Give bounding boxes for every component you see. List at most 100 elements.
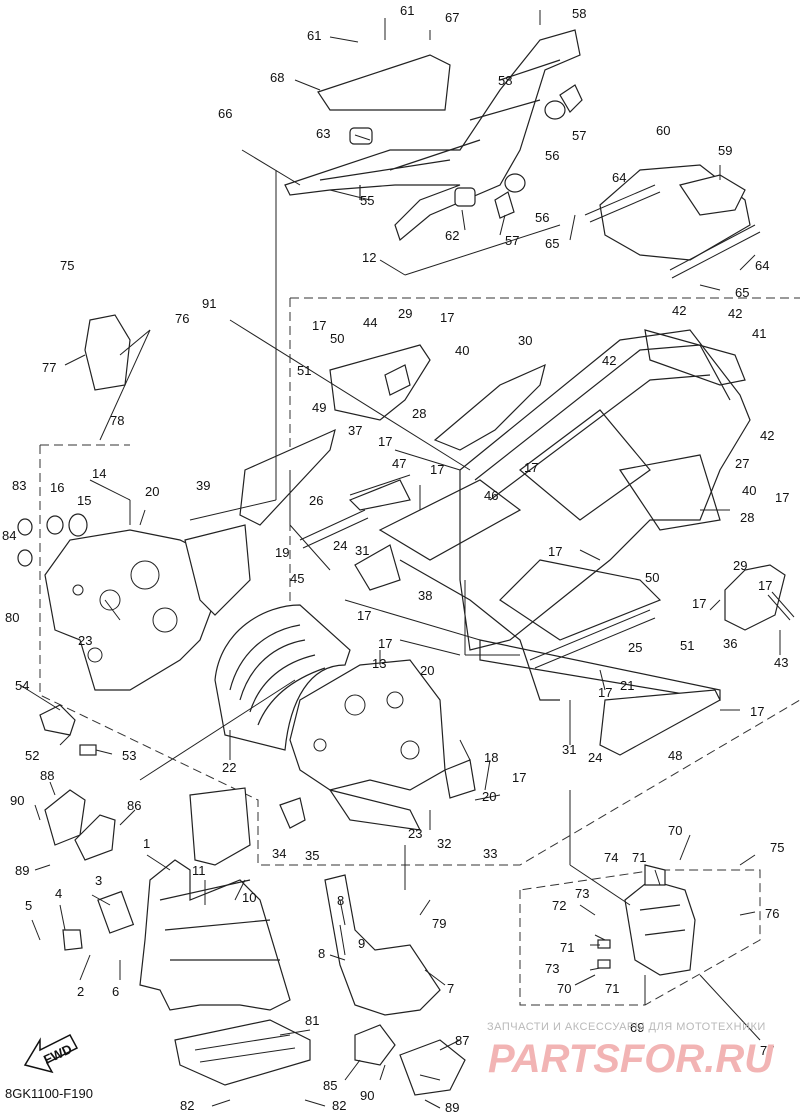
callout-39: 39 <box>196 478 210 493</box>
callout-38: 38 <box>418 588 432 603</box>
lower-rails <box>529 609 721 756</box>
callout-20: 20 <box>482 789 496 804</box>
callout-51: 51 <box>680 638 694 653</box>
callout-17: 17 <box>775 490 789 505</box>
radiator-shroud <box>214 604 351 751</box>
callout-4: 4 <box>55 886 62 901</box>
callout-17: 17 <box>378 434 392 449</box>
callout-17: 17 <box>357 608 371 623</box>
rear-subframe <box>284 29 583 242</box>
callout-60: 60 <box>656 123 670 138</box>
callout-18: 18 <box>484 750 498 765</box>
callout-57: 57 <box>505 233 519 248</box>
callout-22: 22 <box>222 760 236 775</box>
callout-32: 32 <box>437 836 451 851</box>
callout-25: 25 <box>628 640 642 655</box>
callout-87: 87 <box>455 1033 469 1048</box>
callout-89: 89 <box>445 1100 459 1114</box>
callout-12: 12 <box>362 250 376 265</box>
callout-62: 62 <box>445 228 459 243</box>
callout-17: 17 <box>524 460 538 475</box>
callout-20: 20 <box>145 484 159 499</box>
callout-50: 50 <box>645 570 659 585</box>
callout-14: 14 <box>92 466 106 481</box>
callout-40: 40 <box>742 483 756 498</box>
callout-90: 90 <box>360 1088 374 1103</box>
callout-47: 47 <box>392 456 406 471</box>
callout-37: 37 <box>348 423 362 438</box>
callout-91: 91 <box>202 296 216 311</box>
callout-17: 17 <box>512 770 526 785</box>
callout-46: 46 <box>484 488 498 503</box>
callout-90: 90 <box>10 793 24 808</box>
callout-66: 66 <box>218 106 232 121</box>
callout-70: 70 <box>557 981 571 996</box>
callout-28: 28 <box>412 406 426 421</box>
callout-73: 73 <box>545 961 559 976</box>
callout-40: 40 <box>455 343 469 358</box>
callout-labels: 61 67 58 61 68 58 66 57 63 60 59 56 64 5… <box>2 3 789 1114</box>
callout-82: 82 <box>332 1098 346 1113</box>
upper-brackets <box>239 344 546 591</box>
callout-17: 17 <box>758 578 772 593</box>
callout-17: 17 <box>750 704 764 719</box>
callout-42: 42 <box>602 353 616 368</box>
callout-24: 24 <box>333 538 347 553</box>
callout-26: 26 <box>309 493 323 508</box>
callout-69: 69 <box>630 1020 644 1035</box>
callout-17: 17 <box>430 462 444 477</box>
callout-29: 29 <box>733 558 747 573</box>
callout-20: 20 <box>420 663 434 678</box>
callout-29: 29 <box>398 306 412 321</box>
callout-58: 58 <box>572 6 586 21</box>
leader-lines <box>19 10 781 1109</box>
watermark: ЗАПЧАСТИ И АКСЕССУАРЫ ДЛЯ МОТОТЕХНИКИ PA… <box>487 1021 774 1081</box>
callout-34: 34 <box>272 846 286 861</box>
callout-2: 2 <box>77 984 84 999</box>
callout-63: 63 <box>316 126 330 141</box>
callout-17: 17 <box>598 685 612 700</box>
callout-42: 42 <box>728 306 742 321</box>
callout-85: 85 <box>323 1078 337 1093</box>
callout-56: 56 <box>545 148 559 163</box>
callout-10: 10 <box>242 890 256 905</box>
callout-74: 74 <box>604 850 618 865</box>
rear-panel <box>584 164 761 279</box>
callout-65: 65 <box>735 285 749 300</box>
callout-71: 71 <box>632 850 646 865</box>
callout-16: 16 <box>50 480 64 495</box>
callout-31: 31 <box>562 742 576 757</box>
fwd-arrow-icon: FWD <box>23 1034 79 1074</box>
callout-17: 17 <box>548 544 562 559</box>
callout-76: 76 <box>175 311 189 326</box>
callout-58: 58 <box>498 73 512 88</box>
callout-64: 64 <box>755 258 769 273</box>
callout-84: 84 <box>2 528 16 543</box>
callout-19: 19 <box>275 545 289 560</box>
callout-61: 61 <box>307 28 321 43</box>
callout-49: 49 <box>312 400 326 415</box>
callout-8: 8 <box>337 893 344 908</box>
callout-28: 28 <box>740 510 754 525</box>
callout-77: 77 <box>42 360 56 375</box>
front-bumper <box>139 787 311 1086</box>
callout-79: 79 <box>432 916 446 931</box>
main-frame <box>378 329 751 701</box>
callout-23: 23 <box>78 633 92 648</box>
callout-33: 33 <box>483 846 497 861</box>
callout-15: 15 <box>77 493 91 508</box>
callout-17: 17 <box>692 596 706 611</box>
callout-7: 7 <box>447 981 454 996</box>
callout-11: 11 <box>192 863 206 878</box>
callout-45: 45 <box>290 571 304 586</box>
callout-8: 8 <box>318 946 325 961</box>
callout-76: 76 <box>765 906 779 921</box>
callout-54: 54 <box>15 678 29 693</box>
callout-65: 65 <box>545 236 559 251</box>
callout-67: 67 <box>445 10 459 25</box>
callout-70: 70 <box>668 823 682 838</box>
callout-88: 88 <box>40 768 54 783</box>
callout-81: 81 <box>305 1013 319 1028</box>
callout-86: 86 <box>127 798 141 813</box>
side-plates <box>384 364 795 631</box>
